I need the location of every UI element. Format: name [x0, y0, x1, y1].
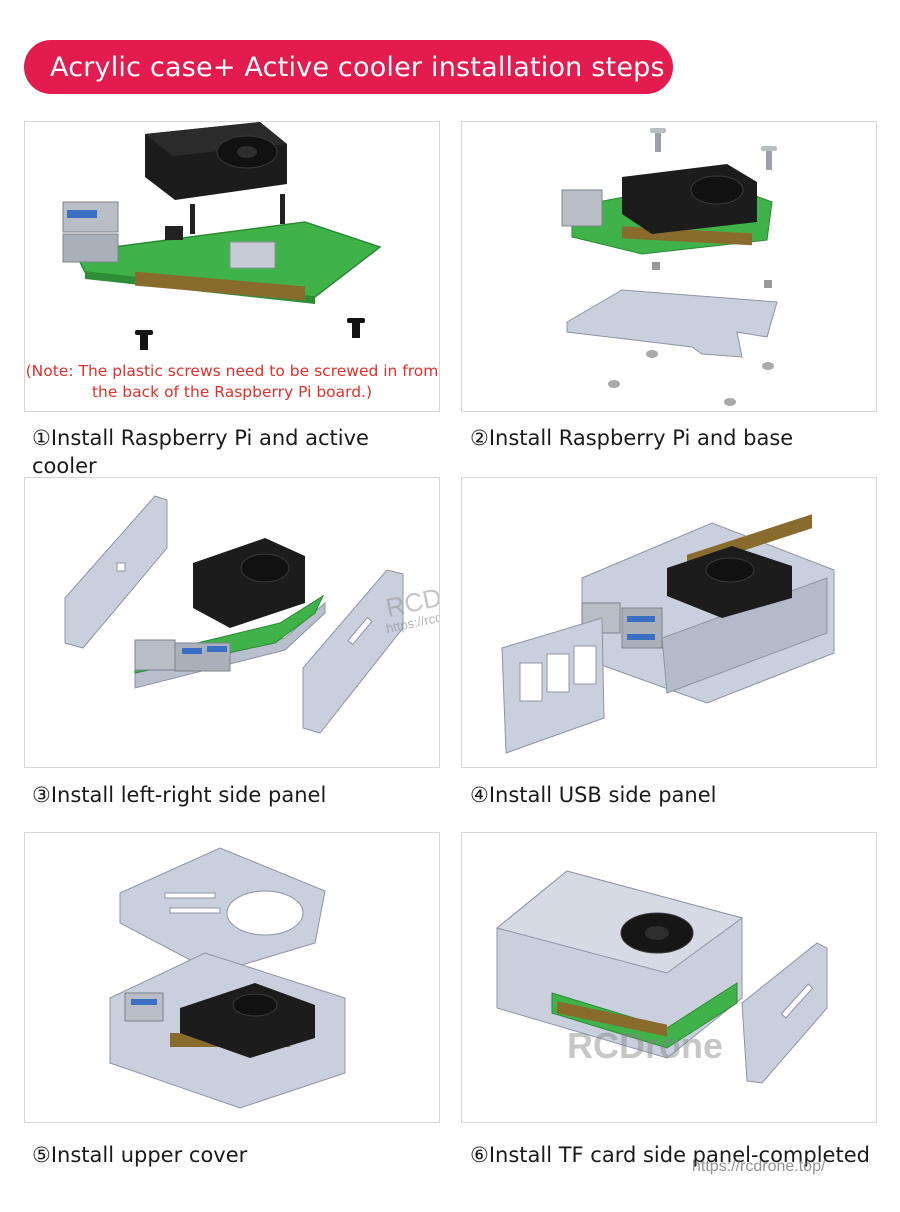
- step-2-caption: ②Install Raspberry Pi and base: [470, 426, 794, 450]
- step-4-image: [461, 477, 877, 768]
- step-6-caption: ⑥Install TF card side panel-completed: [470, 1143, 870, 1167]
- page-title: Acrylic case+ Active cooler installation…: [50, 51, 665, 83]
- step-6-image: RCDrone: [461, 832, 877, 1123]
- watermark-url-2: https://rcdrone.top/: [692, 1158, 826, 1175]
- step-3-caption: ③Install left-right side panel: [32, 783, 327, 807]
- step-5-caption: ⑤Install upper cover: [32, 1143, 248, 1167]
- step-2-image: [461, 121, 877, 412]
- step-1-image: (Note: The plastic screws need to be scr…: [24, 121, 440, 412]
- step-1-caption: ①Install Raspberry Pi and active cooler: [32, 426, 369, 478]
- step-4-caption: ④Install USB side panel: [470, 783, 717, 807]
- step-5-image: [24, 832, 440, 1123]
- screw-note: (Note: The plastic screws need to be scr…: [25, 362, 439, 401]
- step-3-image: RCDrone https://rcdrone.top/: [24, 477, 440, 768]
- header-banner: Acrylic case+ Active cooler installation…: [24, 40, 673, 94]
- watermark-brand-2: RCDrone: [567, 1025, 724, 1066]
